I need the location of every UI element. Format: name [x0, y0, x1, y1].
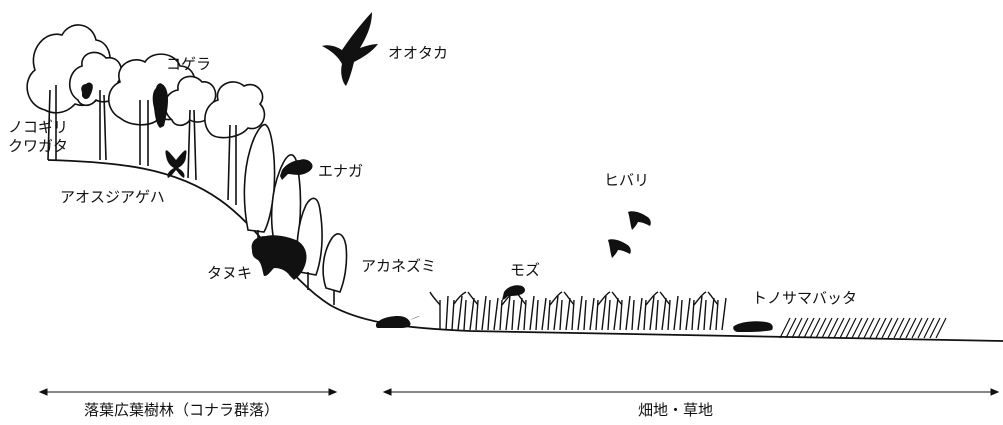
- skylark-icon-1: [628, 211, 651, 230]
- grasshopper-icon: [733, 316, 776, 332]
- skylark-icon-2: [608, 239, 631, 258]
- long-tailed-tit-icon: [280, 159, 313, 180]
- label-shrike: モズ: [510, 261, 541, 279]
- stag-beetle-icon: [80, 78, 94, 99]
- label-japanese-pygmy-woodpecker: コゲラ: [166, 55, 212, 73]
- field-mouse-icon: [376, 316, 420, 328]
- raccoon-dog-icon: [251, 235, 307, 280]
- forest-zone-arrow: [38, 388, 338, 396]
- label-grasshopper: トノサマバッタ: [752, 289, 858, 307]
- field-zone-arrow: [382, 388, 1000, 396]
- label-stag-beetle-line2: クワガタ: [8, 137, 69, 155]
- label-common-bluebottle: アオスジアゲハ: [60, 188, 165, 206]
- label-field-mouse: アカネズミ: [361, 257, 437, 275]
- zone-label-forest: 落葉広葉樹林（コナラ群落）: [84, 401, 280, 419]
- grass-right: [779, 317, 947, 339]
- woodpecker-icon: [152, 80, 168, 128]
- butterfly-icon: [165, 150, 187, 178]
- label-goshawk: オオタカ: [388, 44, 449, 62]
- label-stag-beetle-line1: ノコギリ: [8, 118, 69, 136]
- label-long-tailed-tit: エナガ: [318, 162, 364, 180]
- zone-label-field: 畑地・草地: [638, 401, 714, 419]
- shrike-icon: [502, 285, 525, 300]
- crop-field: [429, 291, 727, 331]
- label-raccoon-dog: タヌキ: [207, 264, 253, 282]
- goshawk-icon: [322, 12, 378, 86]
- label-skylark: ヒバリ: [604, 171, 650, 189]
